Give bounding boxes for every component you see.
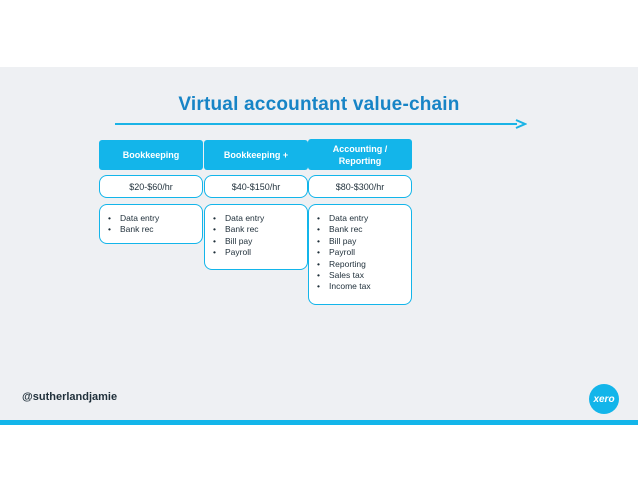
column-header-bookkeeping-plus: Bookkeeping + (204, 140, 308, 170)
column-header-bookkeeping: Bookkeeping (99, 140, 203, 170)
bottom-accent-rule (0, 420, 638, 425)
list-item: •Bill pay (317, 235, 357, 246)
bullet-icon: • (317, 235, 320, 246)
task-list-bookkeeping-plus: •Data entry •Bank rec •Bill pay •Payroll (204, 204, 308, 270)
bullet-icon: • (213, 235, 216, 246)
price-bookkeeping: $20-$60/hr (99, 175, 203, 198)
bullet-icon: • (213, 224, 216, 235)
bullet-icon: • (108, 213, 111, 223)
value-chain-arrow-line (115, 123, 517, 125)
slide-title: Virtual accountant value-chain (178, 94, 460, 115)
column-header-accounting-reporting: Accounting / Reporting (308, 139, 412, 170)
bullet-icon: • (317, 224, 320, 235)
task-list-bookkeeping: •Data entry •Bank rec (99, 204, 203, 244)
xero-logo: xero (589, 384, 619, 414)
list-item: •Reporting (317, 258, 366, 269)
list-item: •Bill pay (213, 235, 253, 246)
bullet-icon: • (108, 224, 111, 235)
list-item: •Data entry (108, 213, 160, 223)
bullet-icon: • (317, 247, 320, 258)
author-handle: @sutherlandjamie (22, 391, 118, 403)
list-item: •Payroll (213, 247, 251, 258)
bullet-icon: • (213, 213, 216, 223)
bullet-icon: • (213, 247, 216, 258)
bullet-icon: • (317, 258, 320, 269)
list-item: •Data entry (317, 213, 369, 223)
list-item: •Bank rec (317, 224, 363, 235)
list-item: •Data entry (213, 213, 265, 223)
list-item: •Income tax (317, 281, 371, 292)
bullet-icon: • (317, 213, 320, 223)
list-item: •Sales tax (317, 270, 364, 281)
list-item: •Payroll (317, 247, 355, 258)
list-item: •Bank rec (213, 224, 259, 235)
price-accounting-reporting: $80-$300/hr (308, 175, 412, 198)
bullet-icon: • (317, 270, 320, 281)
price-bookkeeping-plus: $40-$150/hr (204, 175, 308, 198)
list-item: •Bank rec (108, 224, 154, 235)
bullet-icon: • (317, 281, 320, 292)
task-list-accounting-reporting: •Data entry •Bank rec •Bill pay •Payroll… (308, 204, 412, 305)
